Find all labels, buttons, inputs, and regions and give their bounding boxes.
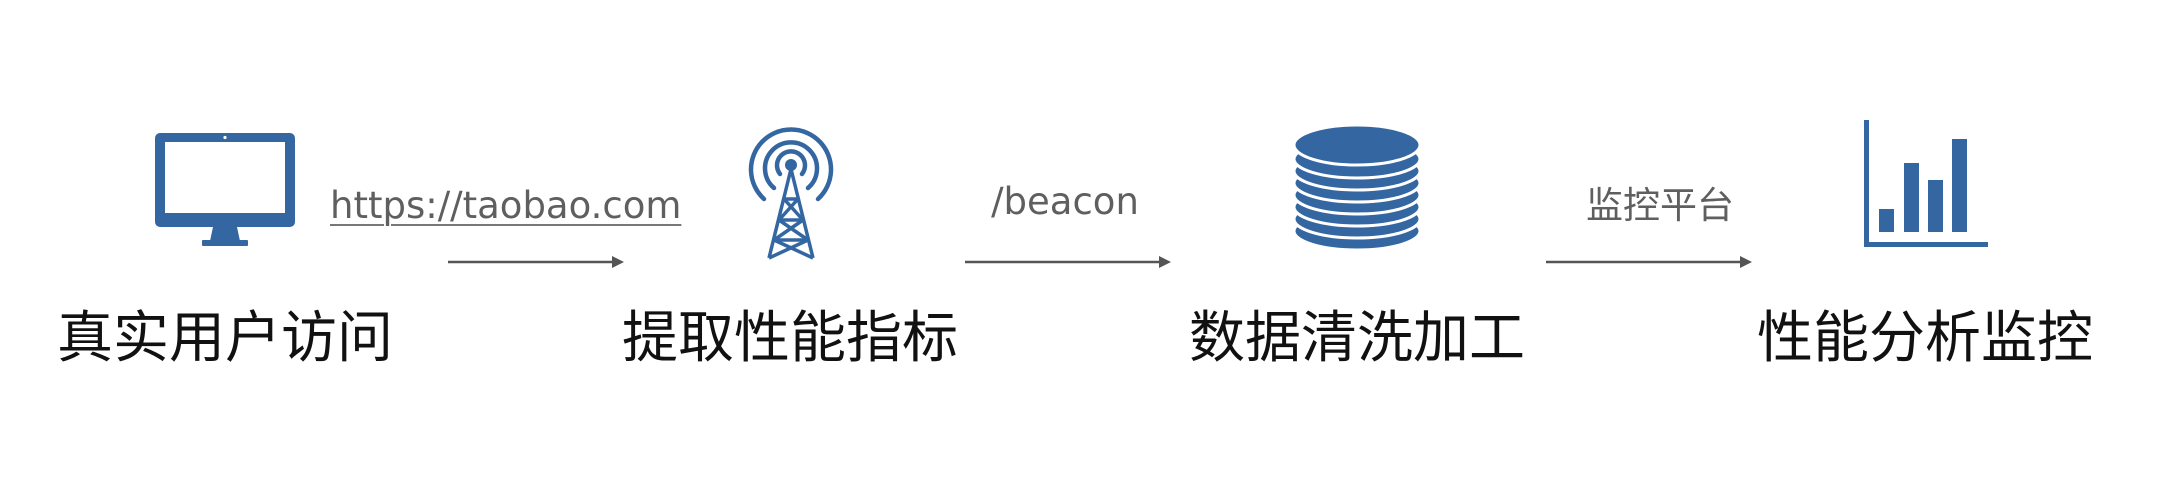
stage-label-data-cleaning: 数据清洗加工 [1189, 306, 1525, 371]
database-icon [1292, 123, 1422, 253]
edge-label-beacon: /beacon [991, 180, 1139, 223]
edge-label-url: https://taobao.com [330, 184, 682, 227]
bar-chart-icon [1862, 120, 1990, 248]
stage-label-user-visit: 真实用户访问 [57, 306, 393, 371]
edge-label-platform: 监控平台 [1586, 184, 1734, 227]
arrow-2 [965, 255, 1171, 269]
monitor-icon [155, 133, 295, 248]
broadcast-tower-icon [740, 115, 842, 260]
arrow-3 [1546, 255, 1752, 269]
stage-label-extract-metrics: 提取性能指标 [622, 306, 958, 371]
arrow-1 [448, 255, 624, 269]
stage-label-performance-monitoring: 性能分析监控 [1757, 306, 2093, 371]
